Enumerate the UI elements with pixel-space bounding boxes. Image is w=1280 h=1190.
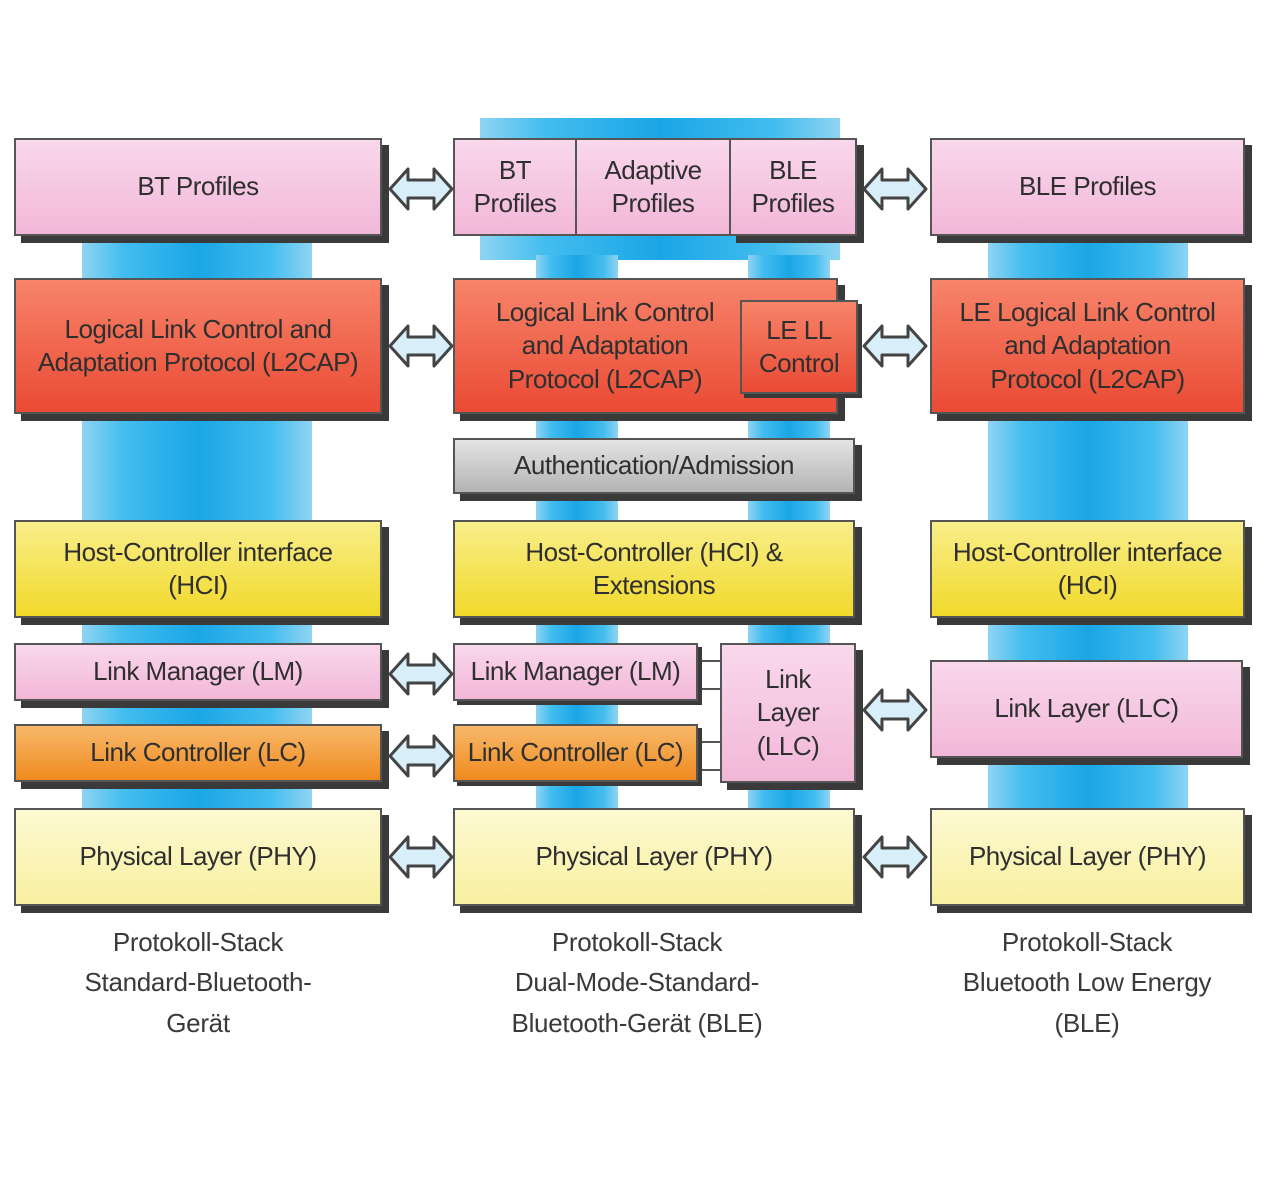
center-stack-caption: Protokoll-Stack Dual-Mode-Standard- Blue… [472, 922, 802, 1043]
right-hci-box: Host-Controller interface (HCI) [930, 520, 1245, 618]
right-hci-line2: (HCI) [1057, 570, 1118, 600]
double-arrow-icon [862, 835, 928, 879]
center-bt-profiles-line2: Profiles [473, 188, 557, 218]
left-link-controller-label: Link Controller (LC) [90, 737, 306, 768]
right-l2cap-line2: and Adaptation [1004, 330, 1171, 361]
center-le-ll-control-line2: Control [758, 348, 840, 378]
right-l2cap-box: LE Logical Link Control and Adaptation P… [930, 278, 1245, 414]
left-caption-line2: Standard-Bluetooth- [84, 967, 312, 998]
right-link-layer-box: Link Layer (LLC) [930, 660, 1243, 758]
double-arrow-icon [388, 652, 454, 696]
center-authentication-label: Authentication/Admission [514, 450, 794, 481]
center-adaptive-profiles-line1: Adaptive [604, 154, 702, 185]
center-link-layer-line2: Layer [756, 697, 820, 728]
left-hci-line1: Host-Controller interface [63, 536, 333, 567]
right-ble-profiles-label: BLE Profiles [1018, 171, 1157, 202]
center-link-layer-line1: Link [765, 664, 811, 695]
right-physical-layer-box: Physical Layer (PHY) [930, 808, 1245, 906]
center-link-controller-label: Link Controller (LC) [467, 737, 684, 768]
center-link-manager-label: Link Manager (LM) [470, 656, 681, 687]
center-l2cap-line2: and Adaptation [521, 330, 689, 361]
center-hci-line1: Host-Controller (HCI) & [525, 536, 783, 567]
center-link-layer-box: Link Layer (LLC) [720, 643, 856, 783]
double-arrow-icon [862, 324, 928, 368]
center-caption-line3: Bluetooth-Gerät (BLE) [511, 1007, 763, 1038]
double-arrow-icon [388, 835, 454, 879]
center-l2cap-line3: Protocol (L2CAP) [507, 363, 703, 394]
center-lc-connector [702, 741, 722, 771]
center-authentication-box: Authentication/Admission [453, 438, 855, 494]
right-hci-line1: Host-Controller interface [952, 536, 1223, 567]
left-l2cap-box: Logical Link Control and Adaptation Prot… [14, 278, 382, 414]
center-link-controller-box: Link Controller (LC) [453, 724, 698, 782]
left-l2cap-line1: Logical Link Control and [64, 313, 332, 344]
center-physical-layer-label: Physical Layer (PHY) [535, 841, 773, 872]
center-link-layer-line3: (LLC) [756, 730, 820, 761]
center-physical-layer-box: Physical Layer (PHY) [453, 808, 855, 906]
left-l2cap-line2: Adaptation Protocol (L2CAP) [37, 347, 359, 377]
right-ble-profiles-box: BLE Profiles [930, 138, 1245, 236]
center-bt-profiles-box: BT Profiles [453, 138, 577, 236]
center-le-ll-control-box: LE LL Control [740, 300, 858, 394]
right-caption-line2: Bluetooth Low Energy [962, 967, 1212, 998]
left-link-manager-box: Link Manager (LM) [14, 643, 382, 701]
right-l2cap-line1: LE Logical Link Control [959, 297, 1216, 328]
left-bt-profiles-box: BT Profiles [14, 138, 382, 236]
double-arrow-icon [388, 167, 454, 211]
left-bt-profiles-label: BT Profiles [137, 171, 259, 202]
double-arrow-icon [388, 734, 454, 778]
right-link-layer-label: Link Layer (LLC) [994, 693, 1179, 724]
right-caption-line1: Protokoll-Stack [1001, 927, 1173, 957]
center-lm-connector [702, 660, 722, 690]
right-caption-line3: (BLE) [1054, 1007, 1120, 1038]
center-ble-profiles-box: BLE Profiles [729, 138, 857, 236]
left-physical-layer-box: Physical Layer (PHY) [14, 808, 382, 906]
left-physical-layer-label: Physical Layer (PHY) [79, 841, 317, 872]
left-hci-line2: (HCI) [168, 570, 228, 600]
left-hci-box: Host-Controller interface (HCI) [14, 520, 382, 618]
right-l2cap-line3: Protocol (L2CAP) [990, 363, 1185, 394]
double-arrow-icon [862, 688, 928, 732]
center-caption-line1: Protokoll-Stack [551, 927, 723, 957]
center-bt-profiles-line1: BT [498, 154, 532, 185]
center-adaptive-profiles-box: Adaptive Profiles [575, 138, 731, 236]
center-adaptive-profiles-line2: Profiles [611, 188, 695, 218]
right-stack-caption: Protokoll-Stack Bluetooth Low Energy (BL… [922, 922, 1252, 1043]
left-caption-line1: Protokoll-Stack [112, 927, 284, 957]
center-link-manager-box: Link Manager (LM) [453, 643, 698, 701]
left-stack-caption: Protokoll-Stack Standard-Bluetooth- Gerä… [33, 922, 363, 1043]
left-link-controller-box: Link Controller (LC) [14, 724, 382, 782]
right-physical-layer-label: Physical Layer (PHY) [968, 841, 1207, 872]
center-ble-profiles-line1: BLE [769, 154, 817, 185]
center-hci-line2: Extensions [592, 570, 716, 600]
left-caption-line3: Gerät [166, 1007, 230, 1038]
center-caption-line2: Dual-Mode-Standard- [514, 967, 760, 998]
double-arrow-icon [388, 324, 454, 368]
center-l2cap-line1: Logical Link Control [495, 297, 715, 328]
double-arrow-icon [862, 167, 928, 211]
center-le-ll-control-line1: LE LL [766, 314, 832, 345]
left-link-manager-label: Link Manager (LM) [93, 656, 303, 687]
center-ble-profiles-line2: Profiles [751, 188, 835, 218]
center-hci-box: Host-Controller (HCI) & Extensions [453, 520, 855, 618]
